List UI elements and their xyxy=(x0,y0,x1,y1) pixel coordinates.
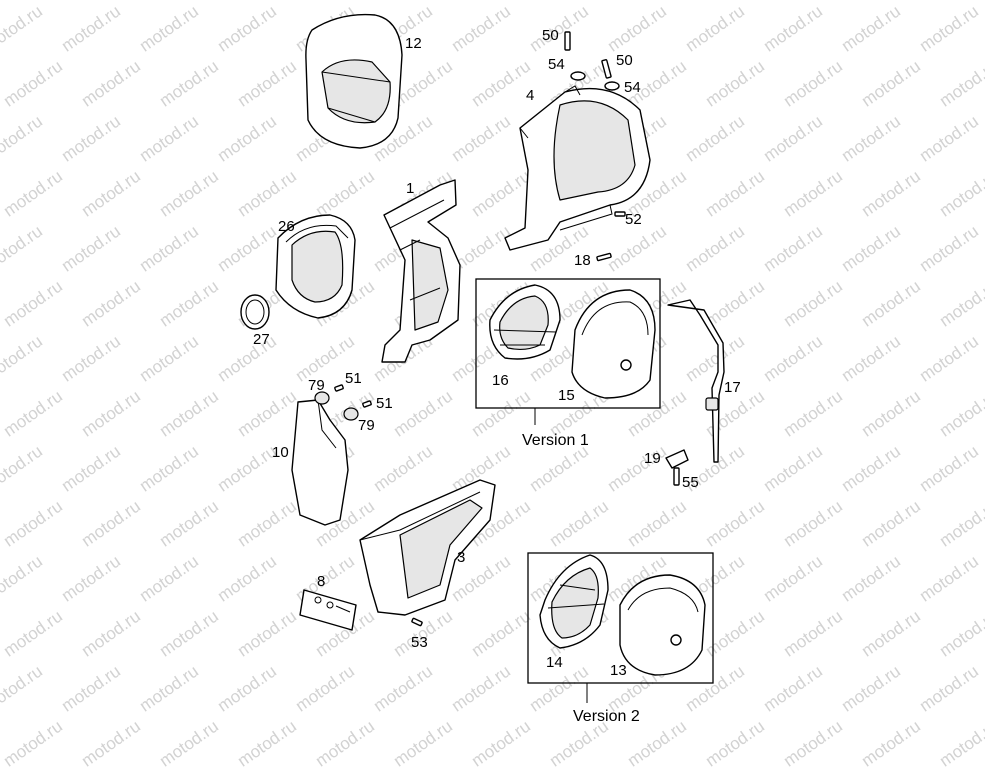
part-14-filter-cage xyxy=(539,554,609,649)
pin-18 xyxy=(596,252,612,262)
callout-14: 14 xyxy=(546,654,563,671)
part-12-airbox-cover xyxy=(305,13,403,149)
callout-12: 12 xyxy=(405,35,422,52)
callout-16: 16 xyxy=(492,372,509,389)
callout-55: 55 xyxy=(682,474,699,491)
callout-3: 3 xyxy=(457,549,466,566)
screw-55 xyxy=(673,467,680,486)
callout-79-b: 79 xyxy=(358,417,375,434)
part-10-side-cover xyxy=(291,399,349,526)
version-1-label: Version 1 xyxy=(522,432,589,449)
screw-51-b xyxy=(362,400,372,408)
part-1-airbox-frame xyxy=(381,179,461,363)
callout-17: 17 xyxy=(724,379,741,396)
grommet-79-b xyxy=(343,407,359,421)
screw-50-a xyxy=(564,31,571,51)
callout-52: 52 xyxy=(625,211,642,228)
screw-52 xyxy=(614,211,626,217)
part-27-hose-clamp xyxy=(240,294,270,330)
callout-18: 18 xyxy=(574,252,591,269)
part-17-breather-hose xyxy=(667,299,725,463)
callout-50-a: 50 xyxy=(542,27,559,44)
callout-26: 26 xyxy=(278,218,295,235)
callout-54-a: 54 xyxy=(548,56,565,73)
callout-51-a: 51 xyxy=(345,370,362,387)
callout-54-b: 54 xyxy=(624,79,641,96)
bracket-19 xyxy=(665,449,689,469)
callout-79-a: 79 xyxy=(308,377,325,394)
callout-27: 27 xyxy=(253,331,270,348)
exploded-parts-diagram xyxy=(240,13,725,703)
screw-53 xyxy=(411,617,423,627)
version-1-box xyxy=(475,278,661,425)
callout-53: 53 xyxy=(411,634,428,651)
part-26-intake-boot xyxy=(275,214,356,319)
part-16-filter-cage xyxy=(489,284,561,360)
callout-51-b: 51 xyxy=(376,395,393,412)
callout-8: 8 xyxy=(317,573,326,590)
washer-54-a xyxy=(570,71,586,81)
grommet-79-a xyxy=(314,391,330,405)
version-2-label: Version 2 xyxy=(573,708,640,725)
part-3-side-number-plate xyxy=(359,479,496,616)
screw-50-b xyxy=(601,59,612,79)
callout-1: 1 xyxy=(406,180,415,197)
part-15-air-filter xyxy=(571,289,656,399)
callout-13: 13 xyxy=(610,662,627,679)
washer-54-b xyxy=(604,81,620,91)
callout-19: 19 xyxy=(644,450,661,467)
part-4-airbox-shroud xyxy=(504,85,651,251)
callout-15: 15 xyxy=(558,387,575,404)
callout-10: 10 xyxy=(272,444,289,461)
callout-50-b: 50 xyxy=(616,52,633,69)
callout-4: 4 xyxy=(526,87,535,104)
part-8-fastener-kit xyxy=(299,589,357,631)
version-2-box xyxy=(527,552,714,703)
part-13-air-filter xyxy=(619,574,706,676)
screw-51-a xyxy=(334,384,344,392)
